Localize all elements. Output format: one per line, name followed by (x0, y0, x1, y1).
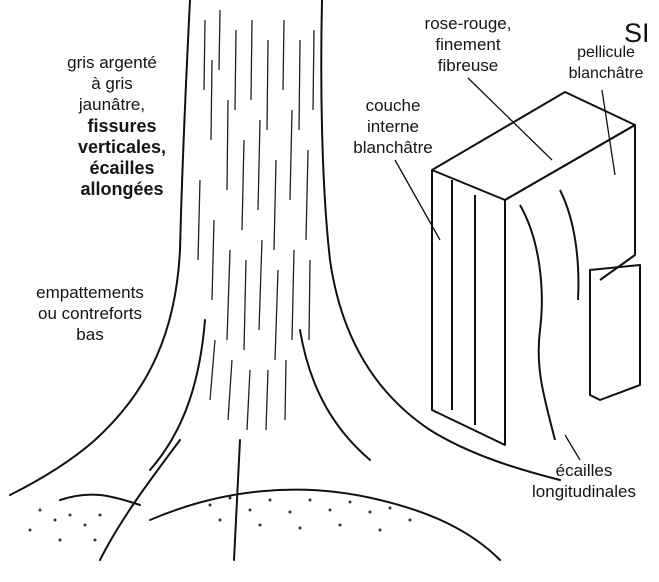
label-line: finement (408, 34, 528, 55)
label-line: blanchâtre (338, 137, 448, 158)
label-line: à gris (42, 73, 182, 94)
label-line: blanchâtre (556, 63, 656, 84)
label-film: pellicule blanchâtre (556, 42, 656, 84)
label-inner-layer: couche interne blanchâtre (338, 95, 448, 158)
label-line: bas (15, 324, 165, 345)
ground-line (150, 490, 500, 560)
label-line: interne (338, 116, 448, 137)
label-bark-features: fissures verticales, écailles allongées (62, 116, 182, 200)
label-line: écailles (62, 158, 182, 179)
label-scales: écailles longitudinales (512, 460, 656, 502)
label-inner-bark-color: rose-rouge, finement fibreuse (408, 13, 528, 76)
label-buttress: empattements ou contreforts bas (15, 282, 165, 345)
label-line: fissures (62, 116, 182, 137)
label-line: couche (338, 95, 448, 116)
label-line: écailles (512, 460, 656, 481)
label-line: jaunâtre, (42, 94, 182, 115)
label-line: gris argenté (42, 52, 182, 73)
label-bark-color: gris argenté à gris jaunâtre, (42, 52, 182, 115)
label-line: allongées (62, 179, 182, 200)
label-line: rose-rouge, (408, 13, 528, 34)
label-line: ou contreforts (15, 303, 165, 324)
label-line: longitudinales (512, 481, 656, 502)
label-line: fibreuse (408, 55, 528, 76)
label-line: empattements (15, 282, 165, 303)
label-line: verticales, (62, 137, 182, 158)
label-line: pellicule (556, 42, 656, 63)
